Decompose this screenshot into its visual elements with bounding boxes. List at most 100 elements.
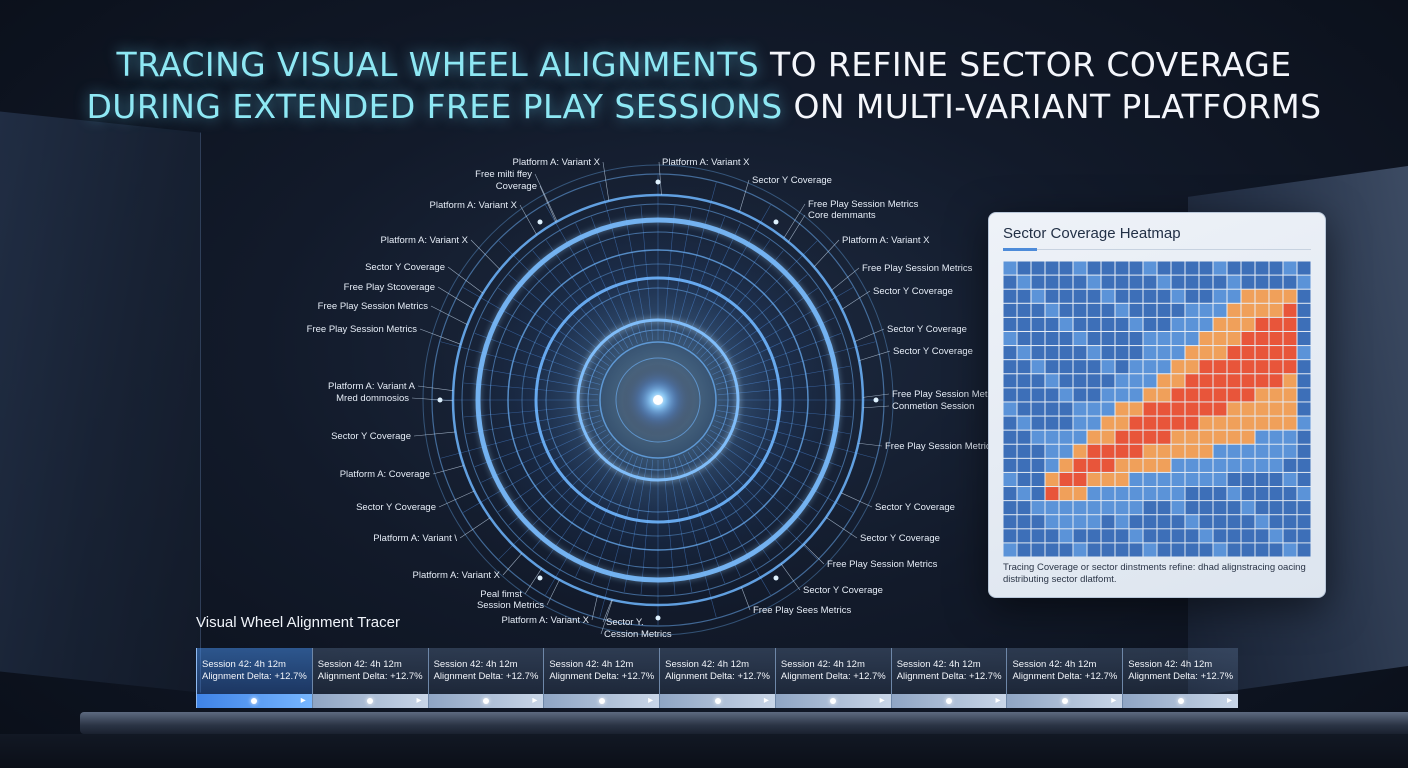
heatmap-cell bbox=[1031, 402, 1045, 416]
heatmap-cell bbox=[1045, 430, 1059, 444]
heatmap-cell bbox=[1045, 501, 1059, 515]
heatmap-cell bbox=[1269, 501, 1283, 515]
heatmap-cell bbox=[1059, 360, 1073, 374]
leader-line bbox=[602, 161, 610, 202]
heatmap-cell bbox=[1241, 360, 1255, 374]
heatmap-cell bbox=[1017, 487, 1031, 501]
heatmap-cell bbox=[1269, 261, 1283, 275]
heatmap-cell bbox=[1213, 360, 1227, 374]
heatmap-cell bbox=[1129, 303, 1143, 317]
heatmap-cell bbox=[1227, 402, 1241, 416]
heatmap-cell bbox=[1115, 388, 1129, 402]
leader-line bbox=[546, 579, 560, 606]
leader-line bbox=[841, 290, 871, 310]
session-marker-icon bbox=[482, 698, 489, 704]
wheel-label: Sector Y Coverage bbox=[893, 346, 973, 357]
heatmap-cell bbox=[1073, 472, 1087, 487]
heatmap-cell bbox=[1115, 529, 1129, 543]
heatmap-cell bbox=[1199, 374, 1213, 388]
heatmap-cell bbox=[1045, 346, 1059, 360]
heatmap-cell bbox=[1017, 346, 1031, 360]
heatmap-cell bbox=[1255, 374, 1269, 388]
heatmap-cell bbox=[1101, 416, 1115, 430]
heatmap-cell bbox=[1199, 317, 1213, 331]
heatmap-cell bbox=[1087, 430, 1101, 444]
heatmap-cell bbox=[1213, 501, 1227, 515]
heatmap-cell bbox=[1003, 360, 1017, 374]
heatmap-cell bbox=[1241, 346, 1255, 360]
heatmap-cell bbox=[1073, 261, 1087, 275]
heatmap-cell bbox=[1059, 501, 1073, 515]
heatmap-cell bbox=[1045, 374, 1059, 388]
heatmap-cell bbox=[1255, 487, 1269, 501]
wheel-ring bbox=[521, 263, 795, 537]
heatmap-cell bbox=[1227, 289, 1241, 303]
arrow-right-icon: ▸ bbox=[879, 695, 885, 706]
heatmap-cell bbox=[1185, 317, 1199, 331]
heatmap-cell bbox=[1017, 275, 1031, 289]
leader-line bbox=[419, 328, 461, 345]
heatmap-cell bbox=[1227, 501, 1241, 515]
heatmap-cell bbox=[1143, 331, 1157, 346]
wheel-ring-glow bbox=[475, 217, 841, 583]
wheel-label: Sector Y Coverage bbox=[860, 533, 940, 544]
heatmap-cell bbox=[1283, 515, 1297, 529]
heatmap-cell bbox=[1073, 515, 1087, 529]
heatmap-cell bbox=[1129, 402, 1143, 416]
heatmap-cell bbox=[1101, 331, 1115, 346]
heatmap-cell bbox=[1255, 543, 1269, 557]
heatmap-cell bbox=[1185, 331, 1199, 346]
heatmap-cell bbox=[1031, 444, 1045, 458]
arrow-right-icon: ▸ bbox=[300, 695, 306, 706]
heatmap-cell bbox=[1073, 317, 1087, 331]
heatmap-cell bbox=[1283, 402, 1297, 416]
heatmap-cell bbox=[1045, 261, 1059, 275]
wheel-label: Free Play Session Metrics bbox=[862, 263, 973, 274]
heatmap-divider-accent bbox=[1003, 248, 1037, 251]
leader-line bbox=[437, 286, 475, 310]
wheel-ring bbox=[431, 173, 885, 627]
leader-line bbox=[534, 173, 558, 222]
heatmap-cell bbox=[1199, 487, 1213, 501]
heatmap-cell bbox=[1255, 444, 1269, 458]
heatmap-cell bbox=[1129, 331, 1143, 346]
heatmap-cell bbox=[1129, 487, 1143, 501]
heatmap-cell bbox=[1017, 261, 1031, 275]
heatmap-cell bbox=[1199, 472, 1213, 487]
heatmap-cell bbox=[1185, 444, 1199, 458]
leader-line bbox=[591, 595, 598, 621]
heatmap-cell bbox=[1269, 275, 1283, 289]
wheel-label: Coverage bbox=[496, 181, 537, 192]
heatmap-cell bbox=[1227, 543, 1241, 557]
heatmap-cell bbox=[1115, 317, 1129, 331]
page-title-line-2: DURING EXTENDED FREE PLAY SESSIONS ON MU… bbox=[0, 86, 1408, 128]
heatmap-cell bbox=[1269, 388, 1283, 402]
heatmap-cell bbox=[1283, 487, 1297, 501]
wheel-label: Free milti ffey bbox=[475, 169, 532, 180]
leader-line bbox=[438, 490, 475, 508]
wheel-ring bbox=[507, 249, 809, 551]
leader-line bbox=[432, 465, 464, 475]
wheel-label: Free Play Sees Metrics bbox=[753, 605, 851, 616]
heatmap-cell bbox=[1227, 416, 1241, 430]
heatmap-cell bbox=[1129, 444, 1143, 458]
heatmap-cell bbox=[1003, 487, 1017, 501]
heatmap-cell bbox=[1003, 529, 1017, 543]
heatmap-cell bbox=[1241, 472, 1255, 487]
heatmap-cell bbox=[1241, 529, 1255, 543]
heatmap-cell bbox=[1031, 543, 1045, 557]
session-track: ▸ bbox=[312, 694, 428, 708]
heatmap-cell bbox=[1227, 529, 1241, 543]
heatmap-cell bbox=[1087, 331, 1101, 346]
heatmap-cell bbox=[1143, 458, 1157, 472]
